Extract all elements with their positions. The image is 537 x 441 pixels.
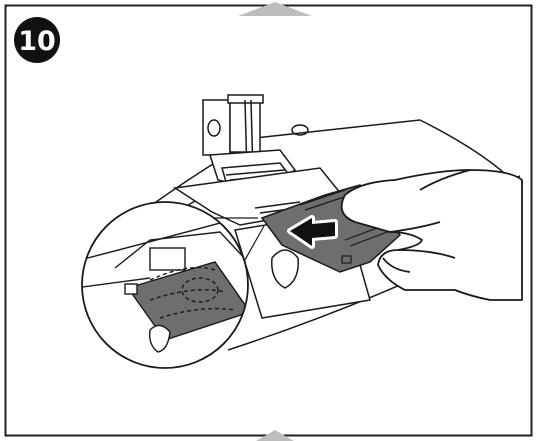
triangle-up-icon[interactable] xyxy=(238,2,312,16)
presser-foot xyxy=(202,94,297,191)
magnified-inset xyxy=(81,201,249,369)
triangle-down-icon[interactable] xyxy=(256,430,294,441)
arrow-left-icon xyxy=(287,215,338,249)
step-number: 10 xyxy=(18,26,56,57)
circled-number-icon: 10 xyxy=(14,17,60,63)
hand xyxy=(340,169,523,301)
